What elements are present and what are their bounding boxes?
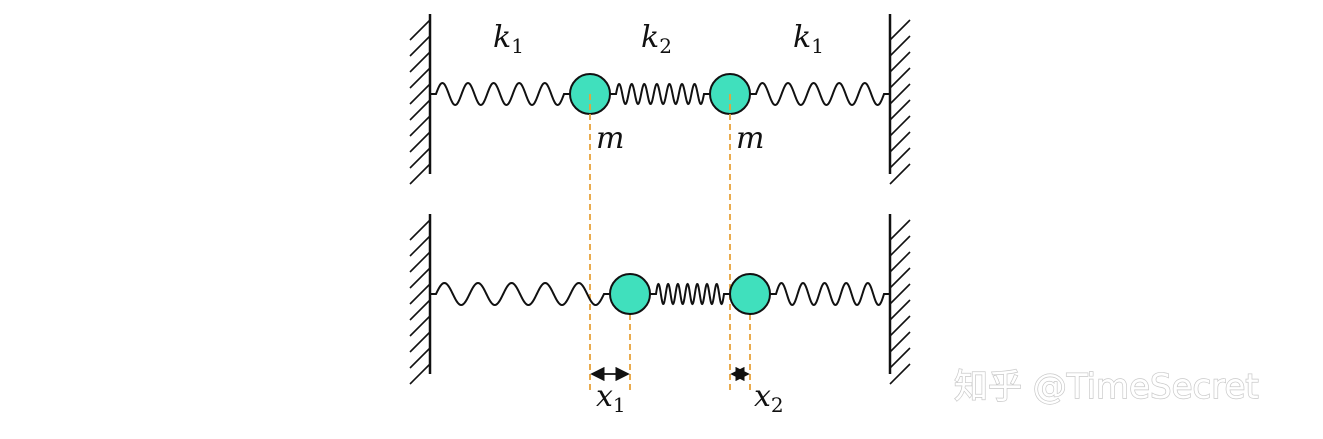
label-k2: k2	[641, 20, 672, 58]
equilibrium-guides	[589, 94, 751, 392]
wall-hatch-line	[889, 315, 911, 337]
wall-hatch-line	[889, 51, 911, 73]
spring-k1-left-bottom	[430, 281, 610, 307]
label-mass-right: m	[736, 121, 764, 156]
wall-hatch-line	[889, 251, 911, 273]
wall-hatch-line	[409, 235, 431, 257]
wall-hatch-line	[409, 83, 431, 105]
wall-hatch-line	[889, 19, 911, 41]
label-x2: x2	[754, 379, 784, 417]
mass-right-bottom	[729, 273, 771, 315]
bottom-system	[409, 214, 911, 385]
wall-hatch-line	[409, 347, 431, 369]
left-wall-top	[409, 14, 432, 185]
wall-hatch-line	[889, 131, 911, 153]
wall-hatch-line	[889, 99, 911, 121]
wall-hatch-line	[889, 331, 911, 353]
wall-hatch-line	[409, 299, 431, 321]
wall-hatch-line	[409, 331, 431, 353]
wall-hatch-line	[889, 67, 911, 89]
mass-left-bottom	[609, 273, 651, 315]
wall-hatch-line	[889, 35, 911, 57]
wall-hatch-line	[409, 163, 431, 185]
wall-hatch-line	[409, 51, 431, 73]
wall-hatch-line	[409, 363, 431, 385]
label-mass-left: m	[596, 121, 624, 156]
wall-hatch-line	[409, 283, 431, 305]
watermark: 知乎 @TimeSecret	[954, 367, 1259, 407]
wall-hatch-line	[409, 147, 431, 169]
wall-hatch-line	[889, 115, 911, 137]
left-wall-bottom	[409, 214, 432, 385]
wall-hatch-line	[409, 115, 431, 137]
wall-hatch-line	[409, 219, 431, 241]
wall-hatch-line	[889, 363, 911, 385]
wall-hatch-line	[409, 99, 431, 121]
wall-hatch-line	[409, 251, 431, 273]
wall-hatch-line	[889, 347, 911, 369]
wall-hatch-line	[889, 299, 911, 321]
label-x1: x1	[596, 379, 626, 417]
wall-hatch-line	[409, 35, 431, 57]
right-wall-bottom	[888, 214, 911, 385]
wall-hatch-line	[889, 163, 911, 185]
wall-hatch-line	[889, 283, 911, 305]
wall-hatch-line	[889, 147, 911, 169]
spring-k2-top	[610, 82, 710, 106]
spring-k2-bottom	[650, 282, 730, 306]
label-k1-right: k1	[793, 20, 824, 58]
top-system: k1 k2 k1 m m	[409, 14, 911, 185]
wall-hatch-line	[409, 267, 431, 289]
spring-k1-right-top	[750, 81, 890, 107]
wall-hatch-line	[889, 235, 911, 257]
wall-hatch-line	[409, 315, 431, 337]
spring-k1-right-bottom	[770, 281, 890, 307]
wall-hatch-line	[409, 131, 431, 153]
spring-k1-left-top	[430, 81, 570, 107]
wall-hatch-line	[409, 19, 431, 41]
wall-hatch-line	[889, 267, 911, 289]
label-k1-left: k1	[493, 20, 524, 58]
wall-hatch-line	[409, 67, 431, 89]
right-wall-top	[888, 14, 911, 185]
wall-hatch-line	[889, 83, 911, 105]
wall-hatch-line	[889, 219, 911, 241]
